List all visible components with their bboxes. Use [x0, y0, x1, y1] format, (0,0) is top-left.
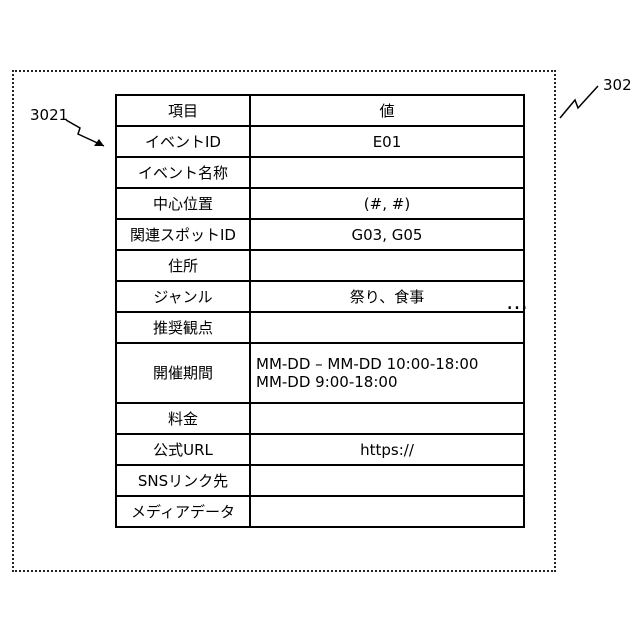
row-value-event-id: E01: [250, 126, 524, 157]
table-row: 料金: [116, 403, 524, 434]
row-key-related-spot-id: 関連スポットID: [116, 219, 250, 250]
table-row: 開催期間 MM-DD – MM-DD 10:00-18:00 MM-DD 9:0…: [116, 343, 524, 403]
row-value-fee: [250, 403, 524, 434]
table-row: 中心位置 (#, #): [116, 188, 524, 219]
row-key-sns-link: SNSリンク先: [116, 465, 250, 496]
table-row: イベント名称: [116, 157, 524, 188]
row-key-fee: 料金: [116, 403, 250, 434]
row-value-recommended-viewpoint: [250, 312, 524, 343]
row-value-media-data: [250, 496, 524, 527]
row-key-event-id: イベントID: [116, 126, 250, 157]
row-key-genre: ジャンル: [116, 281, 250, 312]
row-value-related-spot-id: G03, G05: [250, 219, 524, 250]
row-value-address: [250, 250, 524, 281]
reference-label-3021: 3021: [30, 106, 68, 124]
row-value-event-name: [250, 157, 524, 188]
table-row: ジャンル 祭り、食事: [116, 281, 524, 312]
row-key-center-position: 中心位置: [116, 188, 250, 219]
row-key-event-period: 開催期間: [116, 343, 250, 403]
row-value-center-position: (#, #): [250, 188, 524, 219]
table-row: メディアデータ: [116, 496, 524, 527]
table-row: 公式URL https://: [116, 434, 524, 465]
reference-label-302: 302: [603, 76, 632, 94]
event-attribute-table: 項目 値 イベントID E01 イベント名称 中心位置 (#, #) 関連スポッ…: [115, 94, 525, 528]
header-key-cell: 項目: [116, 95, 250, 126]
table-row: 推奨観点: [116, 312, 524, 343]
leader-line-302: [560, 86, 598, 118]
row-value-event-period: MM-DD – MM-DD 10:00-18:00 MM-DD 9:00-18:…: [250, 343, 524, 403]
row-value-sns-link: [250, 465, 524, 496]
row-key-address: 住所: [116, 250, 250, 281]
table-row: イベントID E01: [116, 126, 524, 157]
row-key-recommended-viewpoint: 推奨観点: [116, 312, 250, 343]
header-value-cell: 値: [250, 95, 524, 126]
table-header-row: 項目 値: [116, 95, 524, 126]
row-value-genre: 祭り、食事: [250, 281, 524, 312]
table-row: SNSリンク先: [116, 465, 524, 496]
row-key-official-url: 公式URL: [116, 434, 250, 465]
continuation-ellipsis: …: [506, 290, 529, 315]
table-row: 住所: [116, 250, 524, 281]
row-key-event-name: イベント名称: [116, 157, 250, 188]
row-key-media-data: メディアデータ: [116, 496, 250, 527]
table-row: 関連スポットID G03, G05: [116, 219, 524, 250]
row-value-official-url: https://: [250, 434, 524, 465]
